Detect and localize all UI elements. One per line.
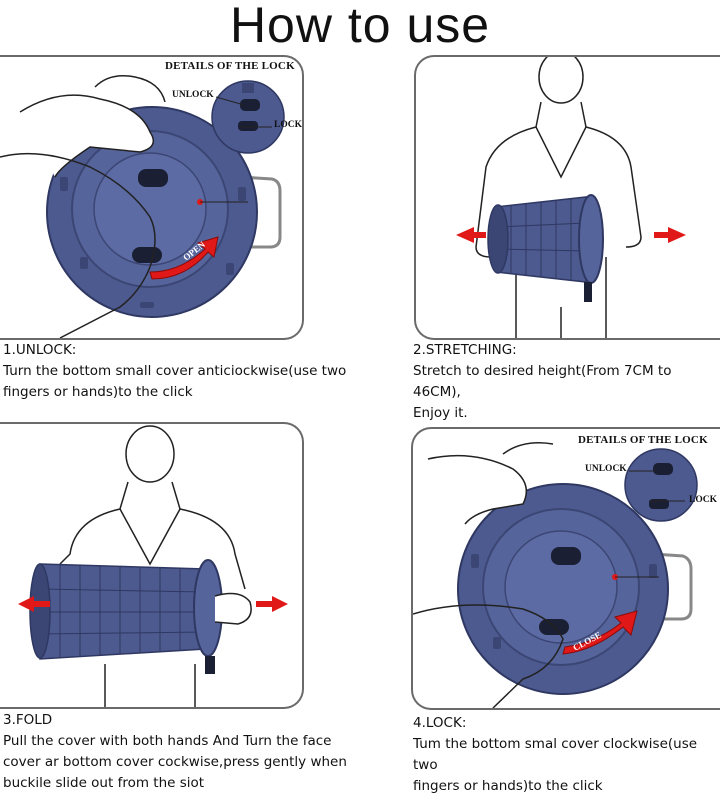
step-3-heading: 3.FOLD [3,712,53,728]
page-title: How to use [229,0,491,53]
panel-lock: CLOSE DETAILS OF THE LOCK UNLOCK LOCK [411,427,720,710]
panel-stretching [414,55,720,340]
lock-details-title: DETAILS OF THE LOCK [165,60,295,72]
lock-illustration: CLOSE [413,442,698,708]
unlock-label: UNLOCK [172,90,214,100]
step-4-caption: 4.LOCK: Tum the bottom smal cover clockw… [413,713,720,797]
step-2-text: Stretch to desired height(From 7CM to 46… [413,363,672,421]
unlock-illustration: OPEN [0,75,285,338]
step-3-caption: 3.FOLD Pull the cover with both hands An… [3,710,353,794]
step-1-caption: 1.UNLOCK: Turn the bottom small cover an… [3,340,353,403]
step-2-heading: 2.STRETCHING: [413,342,517,358]
step-2-caption: 2.STRETCHING: Stretch to desired height(… [413,340,720,424]
lock-details-title: DETAILS OF THE LOCK [578,434,708,446]
panel-unlock: OPEN DETAILS OF THE LOCK UNLOCK LOCK [0,55,304,340]
step-4-heading: 4.LOCK: [413,715,467,731]
step-1-heading: 1.UNLOCK: [3,342,77,358]
step-3-text: Pull the cover with both hands And Turn … [3,733,347,791]
step-1-text: Turn the bottom small cover anticiockwis… [3,363,347,400]
unlock-label: UNLOCK [585,464,627,474]
panel-fold [0,422,304,709]
stretching-illustration [456,57,686,338]
fold-illustration [18,425,288,707]
lock-label: LOCK [274,120,302,130]
lock-label: LOCK [689,495,717,505]
